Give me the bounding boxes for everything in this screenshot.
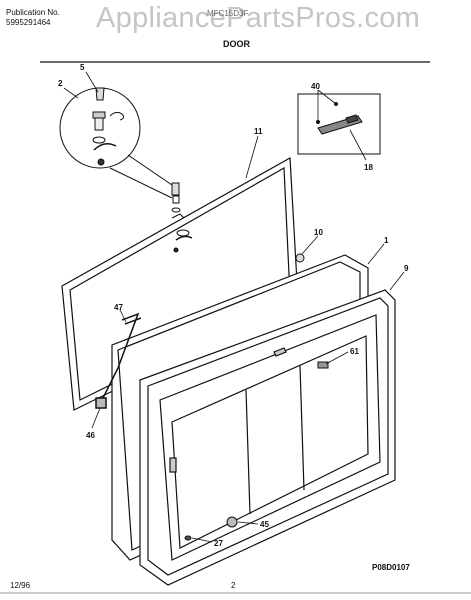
footer-date: 12/96 — [10, 581, 31, 590]
callout-2: 2 — [58, 79, 63, 88]
plug-10 — [295, 253, 305, 263]
handle-inset — [297, 93, 381, 155]
model-number: MFC15D3F — [207, 9, 249, 18]
callout-5: 5 — [80, 63, 85, 72]
callout-1: 1 — [384, 236, 389, 245]
hinge-detail-circle — [59, 87, 173, 199]
callout-18: 18 — [364, 163, 373, 172]
publication-label: Publication No. — [6, 8, 60, 17]
callout-27: 27 — [214, 539, 223, 548]
section-title: DOOR — [223, 39, 250, 49]
page-number: 2 — [231, 581, 236, 590]
handle-rod — [95, 312, 142, 409]
screw-27 — [184, 535, 192, 541]
publication-number: 5995291464 — [6, 18, 51, 27]
callout-46: 46 — [86, 431, 95, 440]
leader-lines — [63, 71, 405, 543]
callout-9: 9 — [404, 264, 409, 273]
bumper-45 — [226, 516, 238, 528]
callout-11: 11 — [254, 127, 263, 136]
callout-45: 45 — [260, 520, 269, 529]
callout-61: 61 — [350, 347, 359, 356]
callout-47: 47 — [114, 303, 123, 312]
hinge-hardware — [171, 182, 193, 253]
watermark: AppliancePartsPros.com — [96, 2, 421, 34]
diagram-code: P08D0107 — [372, 563, 410, 572]
callout-10: 10 — [314, 228, 323, 237]
callout-40: 40 — [311, 82, 320, 91]
screw-61 — [317, 361, 329, 369]
